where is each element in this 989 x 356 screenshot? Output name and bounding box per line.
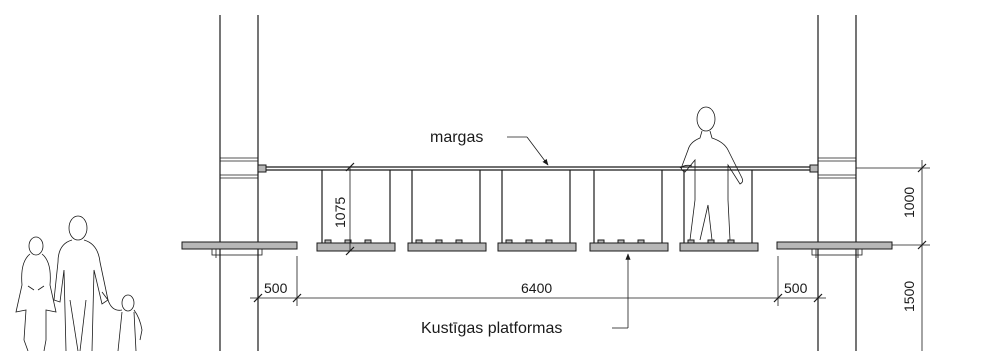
platform-5 xyxy=(679,170,759,252)
horizontal-dimension: 500 6400 500 xyxy=(250,256,826,306)
railing-label-text: margas xyxy=(430,129,483,146)
left-column xyxy=(219,15,267,351)
dimension-left-gap: 500 xyxy=(264,280,288,296)
railing xyxy=(266,166,810,171)
dimension-railing-height: 1000 xyxy=(901,187,917,218)
platform-height-dimension: 1075 xyxy=(332,162,355,256)
dimension-span: 6400 xyxy=(521,280,552,296)
vertical-dimension: 1000 1500 xyxy=(856,160,930,351)
right-column xyxy=(809,15,857,351)
railing-label: margas xyxy=(430,129,549,166)
platform-1 xyxy=(316,170,396,252)
platforms-label-text: Kustīgas platformas xyxy=(421,320,562,337)
platforms-label: Kustīgas platformas xyxy=(421,253,631,337)
person-on-platform-icon xyxy=(679,106,744,241)
dimension-platform-spacing: 1075 xyxy=(332,197,348,228)
platform-4 xyxy=(589,170,669,252)
dimension-right-gap: 500 xyxy=(784,280,808,296)
dimension-lower-height: 1500 xyxy=(901,281,917,312)
right-landing xyxy=(776,241,893,258)
family-figures-icon xyxy=(15,215,143,352)
platform-3 xyxy=(497,170,577,252)
left-landing xyxy=(181,241,298,258)
platform-2 xyxy=(407,170,487,252)
